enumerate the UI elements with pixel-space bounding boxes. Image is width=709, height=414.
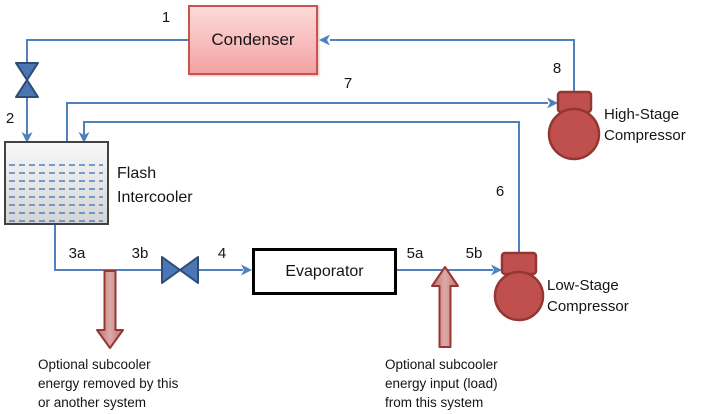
- pipe-3-tank-to-valve: [54, 224, 162, 271]
- subcooler-removed-line-2: energy removed by this: [38, 376, 179, 391]
- energy-removed-down-arrow-icon: [96, 270, 124, 349]
- state-label-2: 2: [5, 110, 15, 127]
- subcooler-input-line-2: energy input (load): [385, 376, 498, 391]
- subcooler-input-line-1: Optional subcooler: [385, 357, 498, 372]
- flash-intercooler-label: Flash Intercooler: [117, 165, 193, 206]
- arrow-into-tank-right-icon: [78, 132, 90, 143]
- arrow-into-evaporator-icon: [241, 264, 252, 276]
- state-label-1: 1: [161, 9, 171, 26]
- expansion-valve-1-icon: [15, 62, 39, 98]
- state-label-8: 8: [552, 60, 562, 77]
- subcooler-input-note: Optional subcooler energy input (load) f…: [385, 355, 565, 412]
- high-stage-compressor-label: High-Stage Compressor: [604, 106, 686, 144]
- energy-input-up-arrow-icon: [431, 266, 459, 348]
- expansion-valve-2-icon: [161, 256, 199, 284]
- subcooler-removed-line-1: Optional subcooler: [38, 357, 151, 372]
- pipe-8-high-stage-to-condenser: [330, 39, 575, 92]
- state-label-3b: 3b: [131, 245, 149, 262]
- flash-intercooler-tank: [4, 141, 109, 225]
- subcooler-input-line-3: from this system: [385, 395, 484, 410]
- evaporator-box: Evaporator: [252, 248, 397, 295]
- subcooler-removed-line-3: or another system: [38, 395, 147, 410]
- subcooler-removed-note: Optional subcooler energy removed by thi…: [38, 355, 218, 412]
- state-label-5a: 5a: [406, 245, 424, 262]
- condenser-box: Condenser: [188, 5, 318, 75]
- state-label-6: 6: [495, 183, 505, 200]
- arrow-into-high-stage-icon: [547, 97, 558, 109]
- arrow-into-low-stage-icon: [491, 264, 502, 276]
- state-label-3a: 3a: [68, 245, 86, 262]
- state-label-4: 4: [217, 245, 227, 262]
- arrow-into-tank-left-icon: [21, 132, 33, 143]
- evaporator-label: Evaporator: [285, 262, 364, 280]
- state-label-5b: 5b: [465, 245, 483, 262]
- tank-body: [4, 141, 109, 225]
- high-stage-compressor-icon: [547, 90, 601, 161]
- low-stage-compressor-label: Low-Stage Compressor: [547, 277, 629, 315]
- liquid-level-dashes: [9, 164, 103, 222]
- pipe-7-tank-to-high-stage: [66, 102, 548, 142]
- state-label-7: 7: [343, 75, 353, 92]
- condenser-label: Condenser: [211, 30, 295, 49]
- pipe-1-condenser-to-valve: [26, 39, 188, 64]
- arrow-into-condenser-icon: [319, 34, 330, 46]
- low-stage-compressor-icon: [493, 251, 545, 322]
- pipe-6-low-stage-to-tank: [83, 121, 520, 254]
